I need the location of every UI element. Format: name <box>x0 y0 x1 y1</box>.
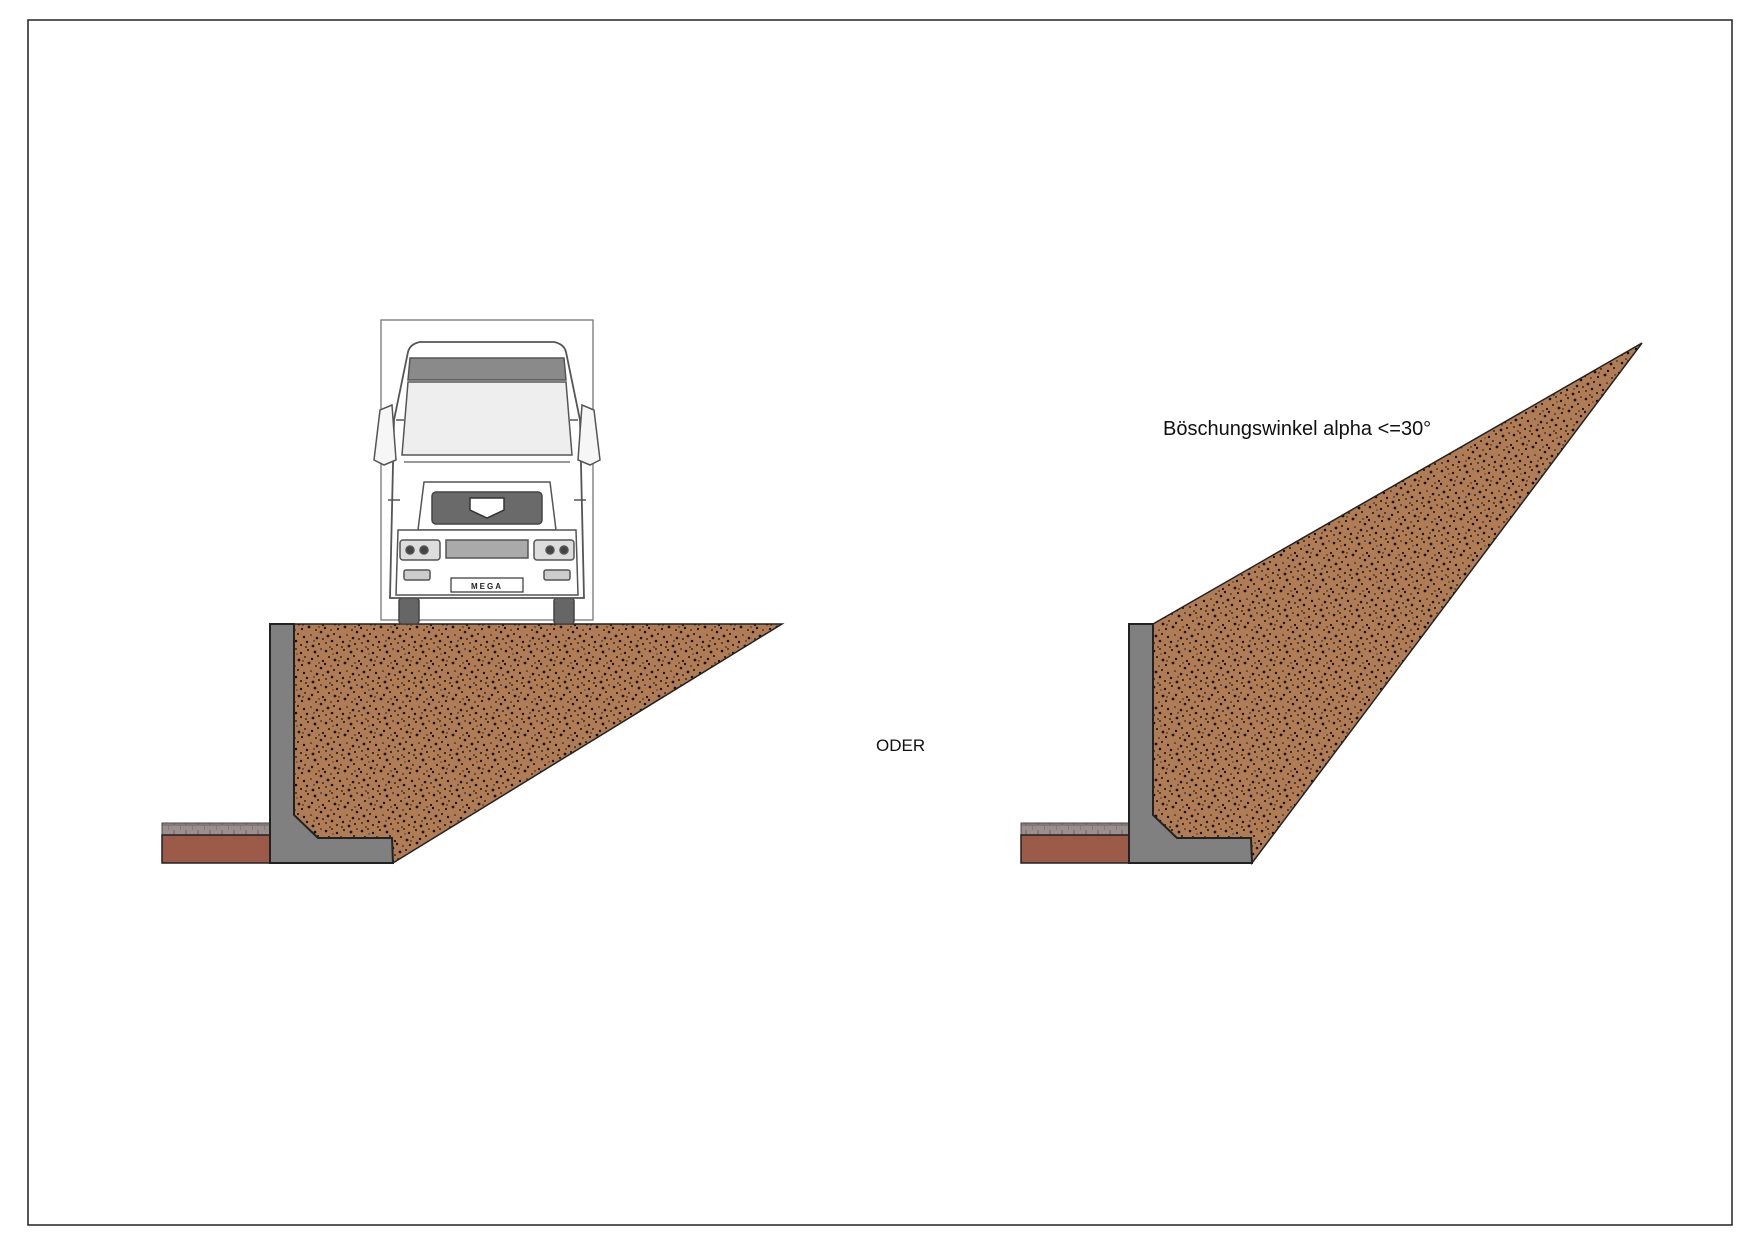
sheet-frame <box>27 19 1733 1226</box>
paving-left <box>161 822 271 864</box>
variant-with-slope <box>1020 342 1643 866</box>
separator-label: ODER <box>876 736 926 755</box>
truck-plate-text: MEGA <box>471 582 503 591</box>
paving-right <box>1020 822 1130 864</box>
slope-angle-label: Böschungswinkel alpha <=30° <box>1163 418 1432 440</box>
retaining-wall-right <box>1128 623 1254 864</box>
variant-with-truck-load: MEGA <box>161 319 785 865</box>
retaining-wall-left <box>269 623 395 864</box>
soil-backfill-left <box>293 623 785 865</box>
truck-front-icon <box>373 319 601 625</box>
